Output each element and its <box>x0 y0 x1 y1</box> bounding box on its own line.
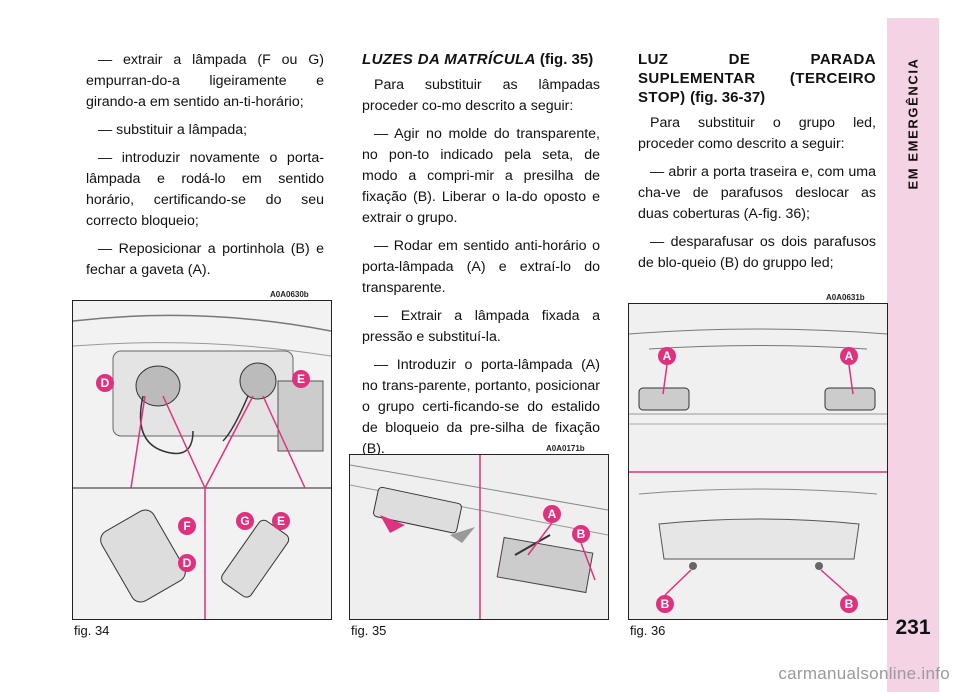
paragraph: — Introduzir o porta-lâmpada (A) no tran… <box>362 357 600 457</box>
callout-label: B <box>577 527 586 541</box>
paragraph: — Agir no molde do transparente, no pon-… <box>362 126 600 226</box>
figure-caption: fig. 34 <box>74 623 110 638</box>
figure-code: A0A0631b <box>826 293 865 302</box>
page-number: 231 <box>895 616 931 639</box>
section-heading: LUZES DA MATRÍCULA (fig. 35) <box>362 51 594 68</box>
figure-36: A A B B <box>628 303 888 620</box>
paragraph: — substituir a lâmpada; <box>98 122 248 138</box>
callout-label: B <box>845 597 854 611</box>
paragraph: — abrir a porta traseira e, com uma cha-… <box>638 164 876 222</box>
text-column-1: — extrair a lâmpada (F ou G) empurran-do… <box>86 50 324 288</box>
callout-label: E <box>277 514 285 528</box>
paragraph: — Rodar em sentido anti-horário o porta-… <box>362 238 600 296</box>
section-title: EM EMERGÊNCIA <box>905 56 921 190</box>
callout-label: A <box>845 349 854 363</box>
figure-caption: fig. 35 <box>351 623 387 638</box>
callout-label: D <box>101 376 110 390</box>
watermark: carmanualsonline.info <box>778 664 950 683</box>
paragraph: Para substituir as lâmpadas proceder co-… <box>362 77 600 114</box>
callout-label: A <box>663 349 672 363</box>
section-heading: LUZ DE PARADA SUPLEMENTAR (TERCEIRO STOP… <box>638 51 876 106</box>
paragraph: — desparafusar os dois parafusos de blo-… <box>638 234 876 271</box>
figure-35: A B <box>349 454 609 620</box>
text-column-2: LUZES DA MATRÍCULA (fig. 35) Para substi… <box>362 50 600 467</box>
callout-label: A <box>548 507 557 521</box>
paragraph: — introduzir novamente o porta-lâmpada e… <box>86 150 324 229</box>
paragraph: Para substituir o grupo led, proceder co… <box>638 115 876 152</box>
paragraph: — extrair a lâmpada (F ou G) empurran-do… <box>86 52 324 110</box>
figure-code: A0A0630b <box>270 290 309 299</box>
figure-code: A0A0171b <box>546 444 585 453</box>
paragraph: — Reposicionar a portinhola (B) e fechar… <box>86 241 324 278</box>
figure-34: D E F G E D <box>72 300 332 620</box>
figure-caption: fig. 36 <box>630 623 666 638</box>
callout-label: E <box>297 372 305 386</box>
callout-label: D <box>183 556 192 570</box>
paragraph: — Extrair a lâmpada fixada a pressão e s… <box>362 308 600 345</box>
callout-label: B <box>661 597 670 611</box>
callout-label: F <box>183 519 190 533</box>
text-column-3: LUZ DE PARADA SUPLEMENTAR (TERCEIRO STOP… <box>638 50 876 281</box>
callout-label: G <box>240 514 249 528</box>
section-sidebar <box>887 18 939 692</box>
